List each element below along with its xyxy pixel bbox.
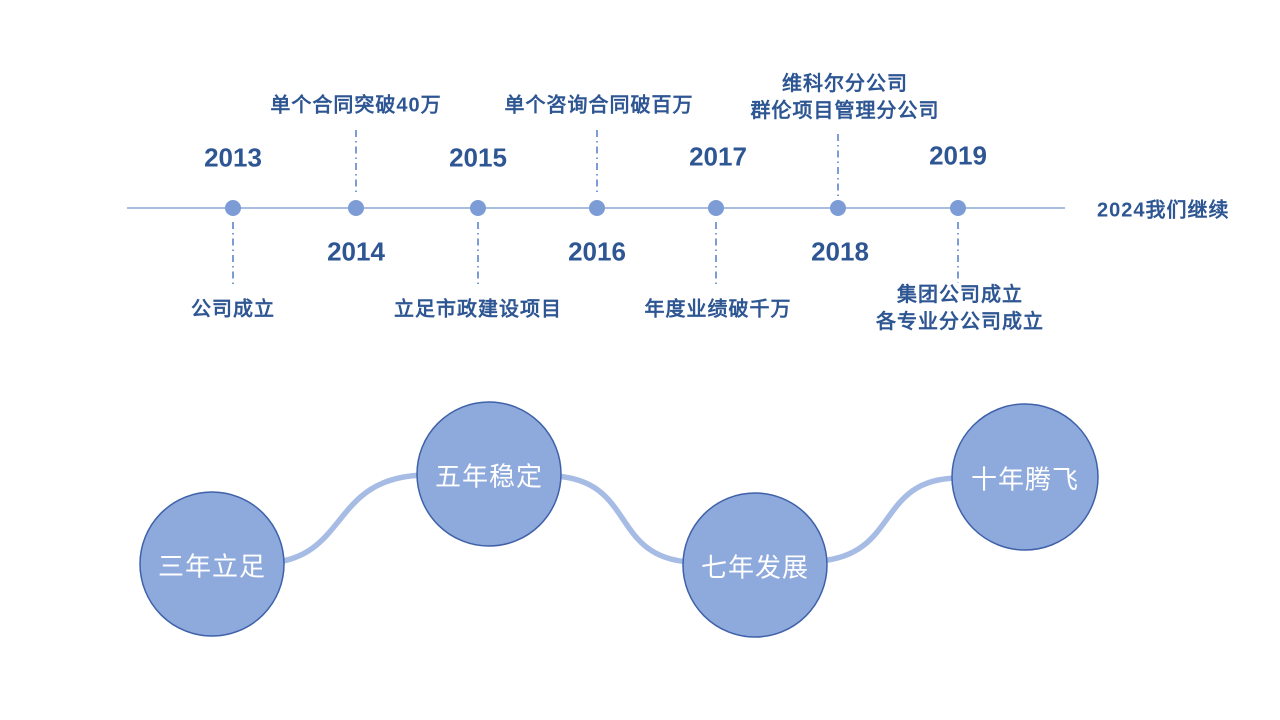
wave-connector-3 [817,475,961,564]
year-label-2019: 2019 [929,140,987,171]
tagline: 2024我们继续 [1097,199,1230,222]
timeline-dot-2015 [470,200,486,216]
stage-circle-1 [139,491,285,637]
year-label-2017: 2017 [689,141,747,172]
stage-circle-2 [416,401,562,547]
stage-circle-3 [682,492,828,638]
milestone-label-2014: 单个合同突破40万 [270,94,442,117]
wave-connector-2 [552,473,693,565]
milestone-label-2015: 立足市政建设项目 [394,298,562,321]
year-label-2015: 2015 [449,142,507,173]
stage-label-4: 十年腾飞 [970,464,1080,495]
year-label-2018: 2018 [811,236,869,267]
milestone-label-2017: 年度业绩破千万 [644,298,792,321]
stage-label-3: 七年发展 [700,552,810,583]
stage-label-2: 五年稳定 [434,461,544,492]
timeline-dot-2017 [708,200,724,216]
milestone-label-2019: 集团公司成立 各专业分公司成立 [876,284,1044,333]
milestone-label-2018: 维科尔分公司 群伦项目管理分公司 [750,73,940,122]
timeline-dot-2018 [830,200,846,216]
timeline-dot-2016 [589,200,605,216]
milestone-label-2016: 单个咨询合同破百万 [504,94,694,117]
year-label-2014: 2014 [327,236,385,267]
year-label-2013: 2013 [204,142,262,173]
milestone-label-2013: 公司成立 [191,298,275,321]
stage-circle-4 [951,403,1099,551]
wave-connector-1 [267,472,428,566]
timeline-dot-2019 [950,200,966,216]
stage-label-1: 三年立足 [157,551,267,582]
timeline-dot-2013 [225,200,241,216]
year-label-2016: 2016 [568,236,626,267]
timeline-dot-2014 [348,200,364,216]
